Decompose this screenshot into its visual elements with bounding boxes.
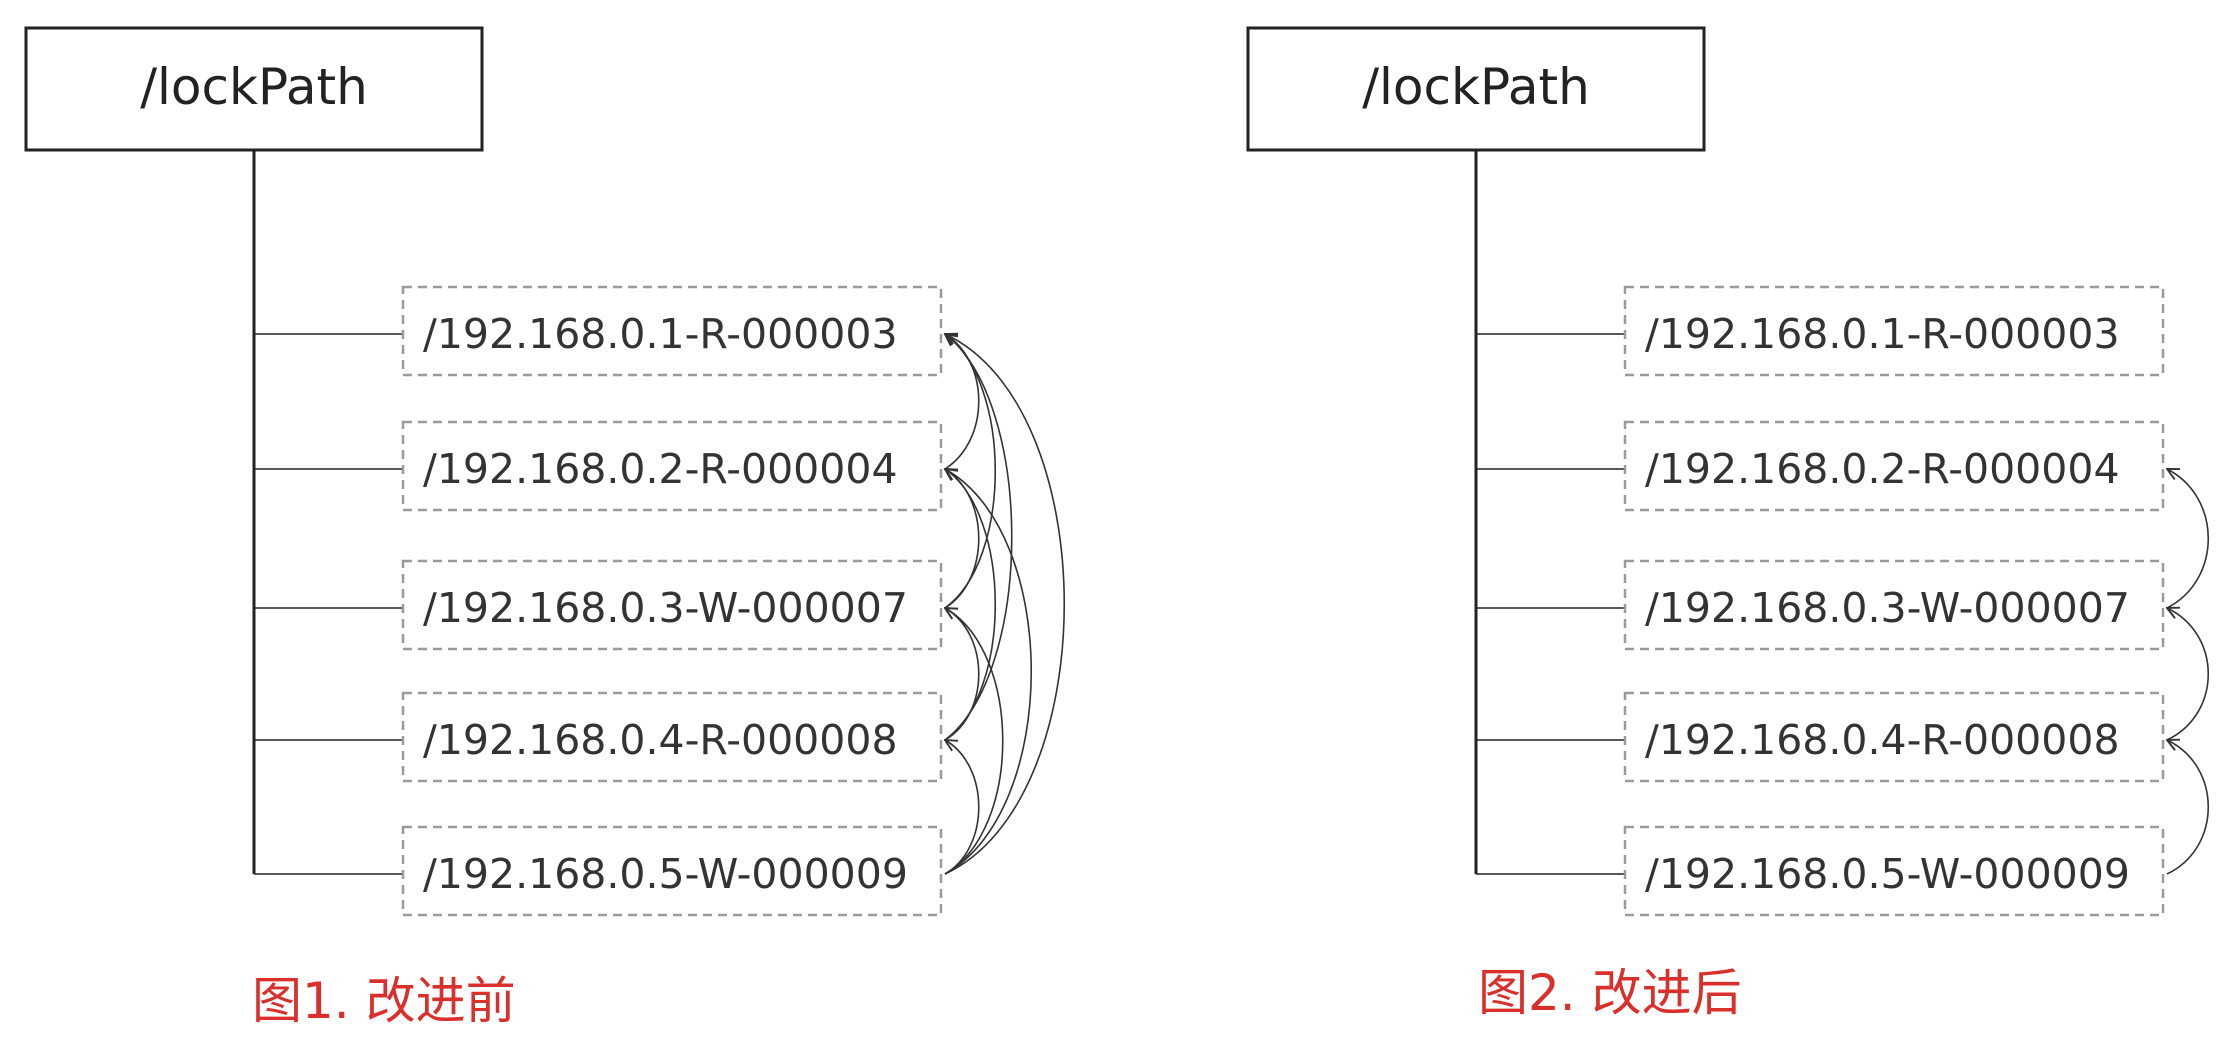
node-label: /192.168.0.4-R-000008 [423,716,898,764]
child-node: /192.168.0.2-R-000004 [1623,420,2165,512]
watch-arrow [2167,469,2209,609]
child-node: /192.168.0.3-W-000007 [401,559,943,651]
node-label: /192.168.0.1-R-000003 [1645,310,2120,358]
child-node: /192.168.0.3-W-000007 [1623,559,2165,651]
node-label: /192.168.0.5-W-000009 [1645,850,2130,898]
figure-1: /lockPath /192.168.0.1-R-000003 /192.168… [24,26,1066,1030]
watch-arrow [2167,608,2209,741]
tree-connectors [252,150,402,875]
figure-caption: 图2. 改进后 [1478,964,1742,1022]
node-label: /192.168.0.2-R-000004 [423,445,898,493]
root-label: /lockPath [1362,58,1590,116]
child-node: /192.168.0.2-R-000004 [401,420,943,512]
child-node: /192.168.0.1-R-000003 [401,285,943,377]
watch-arrow [2167,740,2209,875]
watch-arrow [945,608,980,741]
node-label: /192.168.0.2-R-000004 [1645,445,2120,493]
node-label: /192.168.0.3-W-000007 [423,584,908,632]
node-label: /192.168.0.1-R-000003 [423,310,898,358]
child-node: /192.168.0.4-R-000008 [1623,691,2165,783]
watch-arrow [945,469,980,609]
watch-arrows [945,334,1066,875]
root-node: /lockPath [24,26,484,152]
watch-arrow [945,334,1066,875]
child-node: /192.168.0.4-R-000008 [401,691,943,783]
tree-connectors [1474,150,1624,875]
child-node: /192.168.0.1-R-000003 [1623,285,2165,377]
figure-caption: 图1. 改进前 [252,972,516,1030]
root-node: /lockPath [1246,26,1706,152]
watch-arrows [2167,469,2209,875]
node-label: /192.168.0.5-W-000009 [423,850,908,898]
child-node: /192.168.0.5-W-000009 [1623,825,2165,917]
node-label: /192.168.0.3-W-000007 [1645,584,2130,632]
node-label: /192.168.0.4-R-000008 [1645,716,2120,764]
watch-arrow [945,608,1004,875]
root-label: /lockPath [140,58,368,116]
watch-arrow [945,334,996,609]
watch-arrow [945,469,1033,875]
figure-2: /lockPath /192.168.0.1-R-000003 /192.168… [1246,26,2209,1022]
child-node: /192.168.0.5-W-000009 [401,825,943,917]
watch-arrow [945,334,980,470]
watch-arrow [945,740,980,875]
